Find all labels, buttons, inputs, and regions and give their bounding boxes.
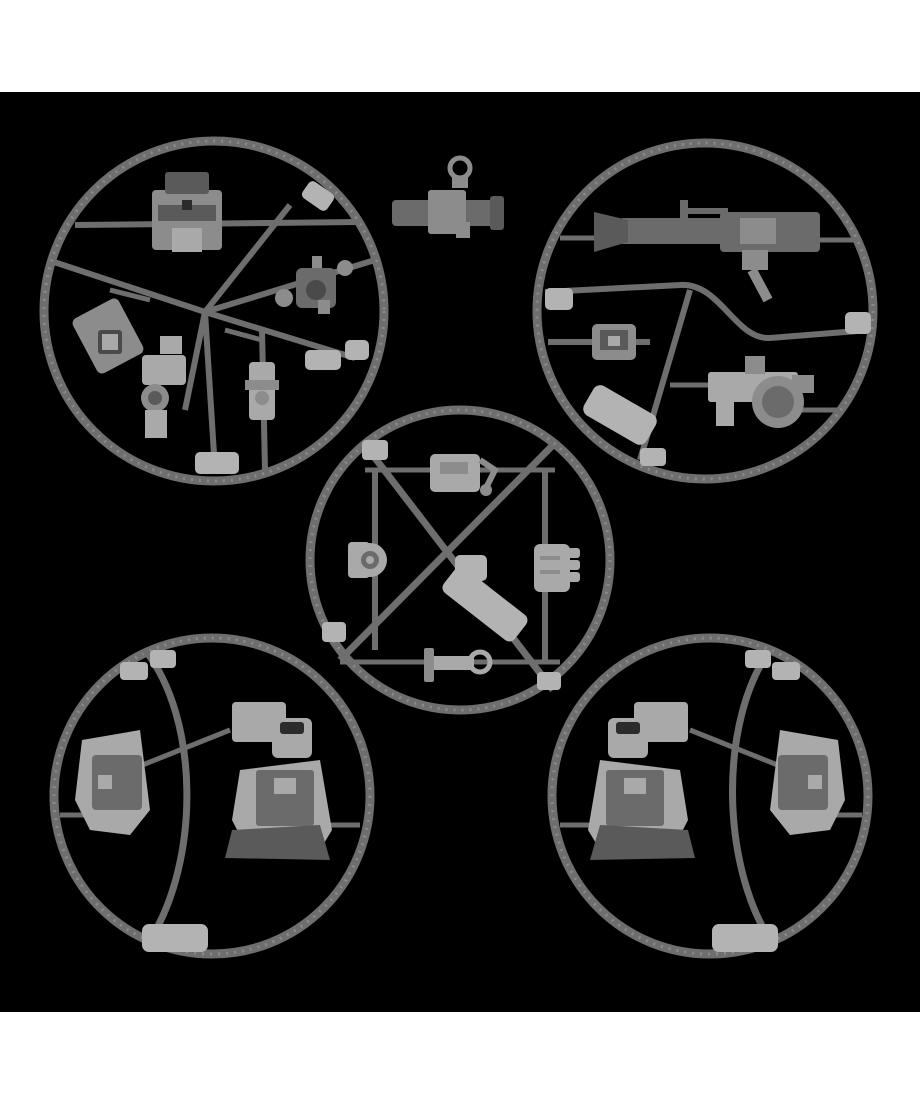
sprue-top-right (532, 138, 878, 484)
chest-armor-part-right (588, 702, 695, 860)
connector-part (424, 648, 493, 682)
knee-joint-part (245, 362, 279, 420)
sprue-top-left (39, 136, 389, 486)
scope-part (392, 155, 504, 238)
head-part (152, 172, 222, 252)
shoulder-joint-part (275, 256, 353, 314)
shoulder-armor-part-right (770, 730, 845, 835)
hand-part (430, 454, 499, 496)
chest-armor-part (225, 702, 332, 860)
launcher-part (708, 356, 814, 428)
sprue-bottom-right (547, 633, 873, 959)
torso-joint-part (72, 298, 144, 374)
joint-part (348, 542, 387, 578)
sprue-center (305, 405, 615, 715)
sprue-bottom-left (49, 633, 375, 959)
rifle-part (594, 200, 820, 303)
small-head-part (592, 324, 636, 360)
shoulder-armor-part (75, 730, 150, 835)
hip-joint-part (141, 336, 186, 438)
fist-part (534, 544, 580, 592)
